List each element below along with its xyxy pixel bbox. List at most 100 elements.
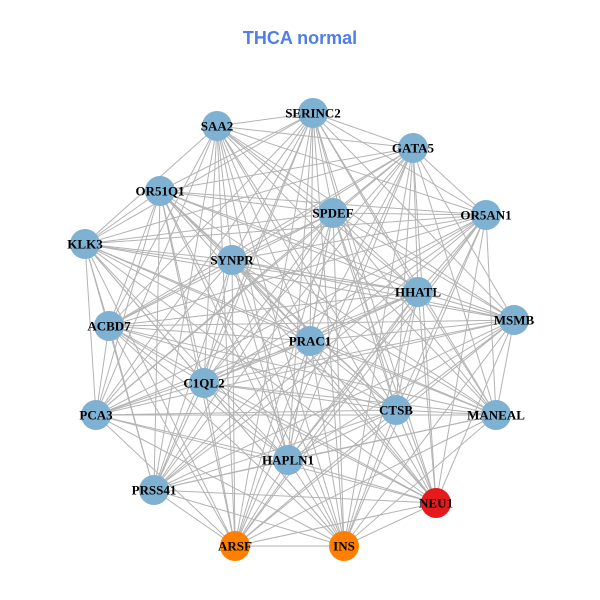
edge-OR5AN1-PRAC1 <box>309 214 487 342</box>
edge-GATA5-KLK3 <box>84 147 414 245</box>
node-label-OR5AN1: OR5AN1 <box>460 208 511 223</box>
edge-SYNPR-MANEAL <box>231 259 497 416</box>
edge-SAA2-SPDEF <box>216 125 334 214</box>
node-NEU1[interactable] <box>421 488 451 518</box>
edge-OR5AN1-PCA3 <box>95 214 487 416</box>
edge-SERINC2-ACBD7 <box>108 112 314 327</box>
node-HAPLN1[interactable] <box>273 445 303 475</box>
edge-SPDEF-KLK3 <box>84 212 334 245</box>
node-HHATL[interactable] <box>403 277 433 307</box>
edge-GATA5-NEU1 <box>412 147 437 504</box>
edge-PRSS41-ARSF <box>153 489 236 547</box>
node-SAA2[interactable] <box>202 111 232 141</box>
edge-SAA2-MSMB <box>216 125 515 321</box>
edge-PRAC1-CTSB <box>309 340 397 411</box>
edge-PRAC1-NEU1 <box>309 340 437 504</box>
node-PCA3[interactable] <box>81 400 111 430</box>
edge-SPDEF-HHATL <box>332 212 419 293</box>
edge-SERINC2-INS <box>312 112 345 547</box>
node-ARSF[interactable] <box>220 531 250 561</box>
edge-HHATL-MANEAL <box>417 291 497 416</box>
edge-KLK3-SYNPR <box>84 243 233 261</box>
edge-SYNPR-PCA3 <box>95 259 233 416</box>
edge-CTSB-NEU1 <box>395 409 437 504</box>
node-MANEAL[interactable] <box>481 400 511 430</box>
node-OR5AN1[interactable] <box>471 200 501 230</box>
edge-HHATL-ARSF <box>234 291 419 547</box>
edge-CTSB-HAPLN1 <box>287 409 397 461</box>
edge-C1QL2-MANEAL <box>203 382 497 416</box>
edge-OR5AN1-KLK3 <box>84 214 487 245</box>
chart-title: THCA normal <box>242 28 358 48</box>
edge-PRAC1-C1QL2 <box>203 340 311 384</box>
node-label-MSMB: MSMB <box>494 313 535 328</box>
edge-GATA5-MANEAL <box>412 147 497 416</box>
node-SERINC2[interactable] <box>298 98 328 128</box>
edge-PCA3-NEU1 <box>95 414 437 504</box>
edge-SAA2-PCA3 <box>95 125 218 416</box>
node-label-GATA5: GATA5 <box>392 141 435 156</box>
edge-C1QL2-HAPLN1 <box>203 382 289 461</box>
edge-SAA2-NEU1 <box>216 125 437 504</box>
edge-OR51Q1-ARSF <box>159 190 236 547</box>
edge-SPDEF-SYNPR <box>231 212 334 261</box>
edge-MSMB-PRSS41 <box>153 319 515 491</box>
node-PRAC1[interactable] <box>295 326 325 356</box>
node-ACBD7[interactable] <box>94 311 124 341</box>
edge-SYNPR-MSMB <box>231 259 515 321</box>
node-INS[interactable] <box>329 531 359 561</box>
edge-NEU1-ARSF <box>234 502 437 547</box>
node-SYNPR[interactable] <box>217 245 247 275</box>
edge-CTSB-MANEAL <box>395 409 497 416</box>
edge-GATA5-ACBD7 <box>108 147 414 327</box>
edge-SERINC2-PCA3 <box>95 112 314 416</box>
node-KLK3[interactable] <box>70 229 100 259</box>
edge-OR5AN1-CTSB <box>395 214 487 411</box>
edge-HHATL-ACBD7 <box>108 291 419 327</box>
edge-HHATL-NEU1 <box>417 291 437 504</box>
node-GATA5[interactable] <box>398 133 428 163</box>
edge-MANEAL-ARSF <box>234 414 497 547</box>
edge-PRAC1-INS <box>309 340 345 547</box>
node-OR51Q1[interactable] <box>145 176 175 206</box>
edge-MSMB-C1QL2 <box>203 319 515 384</box>
node-C1QL2[interactable] <box>189 368 219 398</box>
node-label-PCA3: PCA3 <box>79 408 113 423</box>
edge-SAA2-INS <box>216 125 345 547</box>
edge-ACBD7-CTSB <box>108 325 397 411</box>
node-SPDEF[interactable] <box>318 198 348 228</box>
edge-SPDEF-NEU1 <box>332 212 437 504</box>
edge-C1QL2-ARSF <box>203 382 236 547</box>
edge-MSMB-ACBD7 <box>108 319 515 327</box>
edge-PRAC1-HAPLN1 <box>287 340 311 461</box>
edge-OR5AN1-SYNPR <box>231 214 487 261</box>
edge-HAPLN1-ARSF <box>234 459 289 547</box>
edge-SERINC2-SAA2 <box>216 112 314 127</box>
edge-SYNPR-C1QL2 <box>203 259 233 384</box>
edge-SAA2-OR5AN1 <box>216 125 487 216</box>
edge-OR51Q1-SPDEF <box>159 190 334 214</box>
edge-OR51Q1-MSMB <box>159 190 515 321</box>
node-PRSS41[interactable] <box>139 475 169 505</box>
edge-OR5AN1-C1QL2 <box>203 214 487 384</box>
edge-MANEAL-INS <box>343 414 497 547</box>
edge-SPDEF-ARSF <box>234 212 334 547</box>
edge-SAA2-PRSS41 <box>153 125 218 491</box>
node-label-C1QL2: C1QL2 <box>183 376 224 391</box>
edge-SAA2-C1QL2 <box>203 125 218 384</box>
edge-HAPLN1-PRSS41 <box>153 459 289 491</box>
node-MSMB[interactable] <box>499 305 529 335</box>
edge-CTSB-PRSS41 <box>153 409 397 491</box>
node-label-SAA2: SAA2 <box>201 119 234 134</box>
edge-GATA5-HAPLN1 <box>287 147 414 461</box>
edge-MSMB-MANEAL <box>495 319 515 416</box>
edge-KLK3-NEU1 <box>84 243 437 504</box>
edge-SERINC2-OR5AN1 <box>312 112 487 216</box>
edge-SERINC2-PRAC1 <box>309 112 314 342</box>
node-CTSB[interactable] <box>381 395 411 425</box>
edge-OR51Q1-HAPLN1 <box>159 190 289 461</box>
edge-KLK3-PRAC1 <box>84 243 311 342</box>
edge-SERINC2-PRSS41 <box>153 112 314 491</box>
edge-HHATL-PCA3 <box>95 291 419 416</box>
edge-SAA2-HHATL <box>216 125 419 293</box>
